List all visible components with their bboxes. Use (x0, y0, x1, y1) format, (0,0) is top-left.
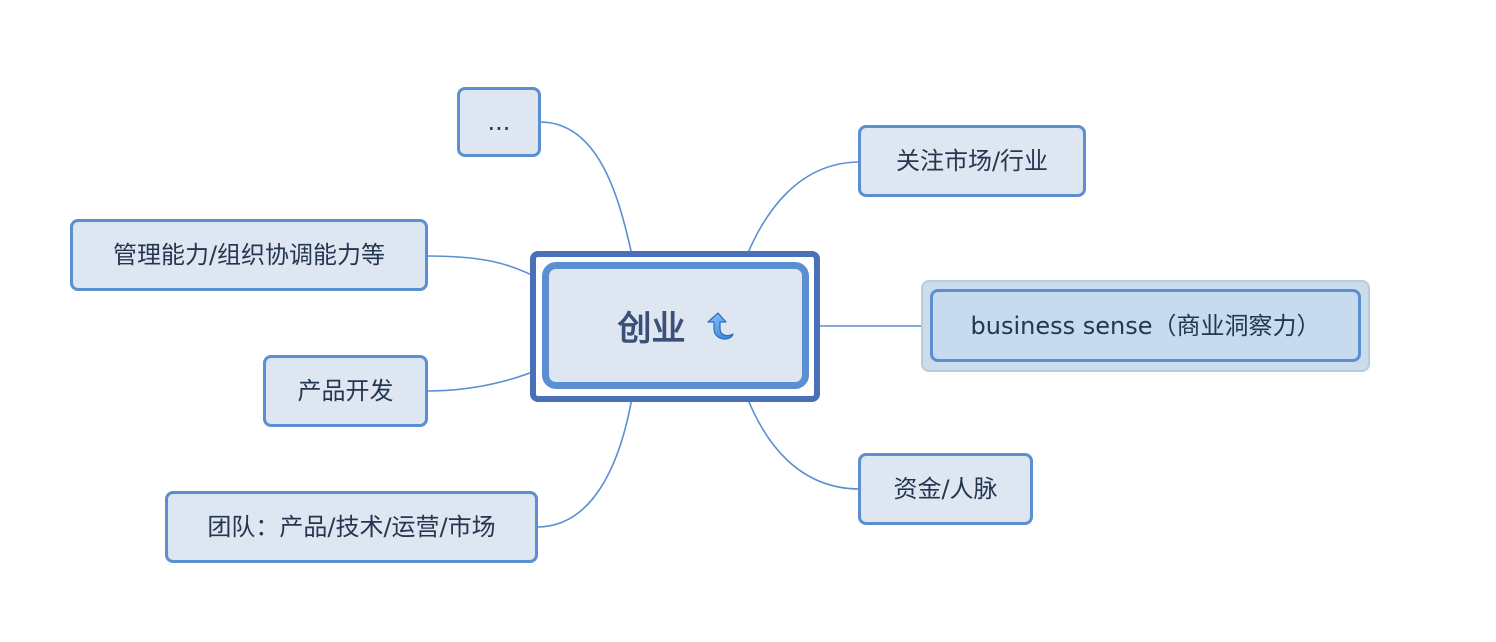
topic-market-label: 关注市场/行业 (895, 147, 1049, 175)
topic-business-sense-label: business sense（商业洞察力） (970, 311, 1321, 340)
topic-management[interactable]: 管理能力/组织协调能力等 (70, 219, 428, 291)
topic-market[interactable]: 关注市场/行业 (858, 125, 1086, 197)
link-market (744, 161, 861, 261)
link-product (426, 366, 546, 392)
central-topic[interactable]: 创业 (542, 262, 809, 389)
refresh-arrow-icon (702, 310, 734, 342)
central-topic-label: 创业 (617, 309, 686, 349)
topic-funding[interactable]: 资金/人脉 (858, 453, 1033, 525)
topic-ellipsis-label: ... (487, 108, 511, 136)
topic-funding-label: 资金/人脉 (893, 475, 998, 503)
link-ellipsis (539, 121, 634, 261)
link-funding (744, 391, 861, 490)
topic-product-label: 产品开发 (297, 377, 394, 405)
topic-product[interactable]: 产品开发 (263, 355, 428, 427)
topic-team[interactable]: 团队：产品/技术/运营/市场 (165, 491, 538, 563)
topic-ellipsis[interactable]: ... (457, 87, 541, 157)
link-management (426, 255, 546, 283)
topic-business-sense[interactable]: business sense（商业洞察力） (930, 289, 1361, 362)
topic-management-label: 管理能力/组织协调能力等 (112, 241, 386, 269)
link-team (536, 391, 634, 528)
topic-team-label: 团队：产品/技术/运营/市场 (207, 513, 496, 541)
